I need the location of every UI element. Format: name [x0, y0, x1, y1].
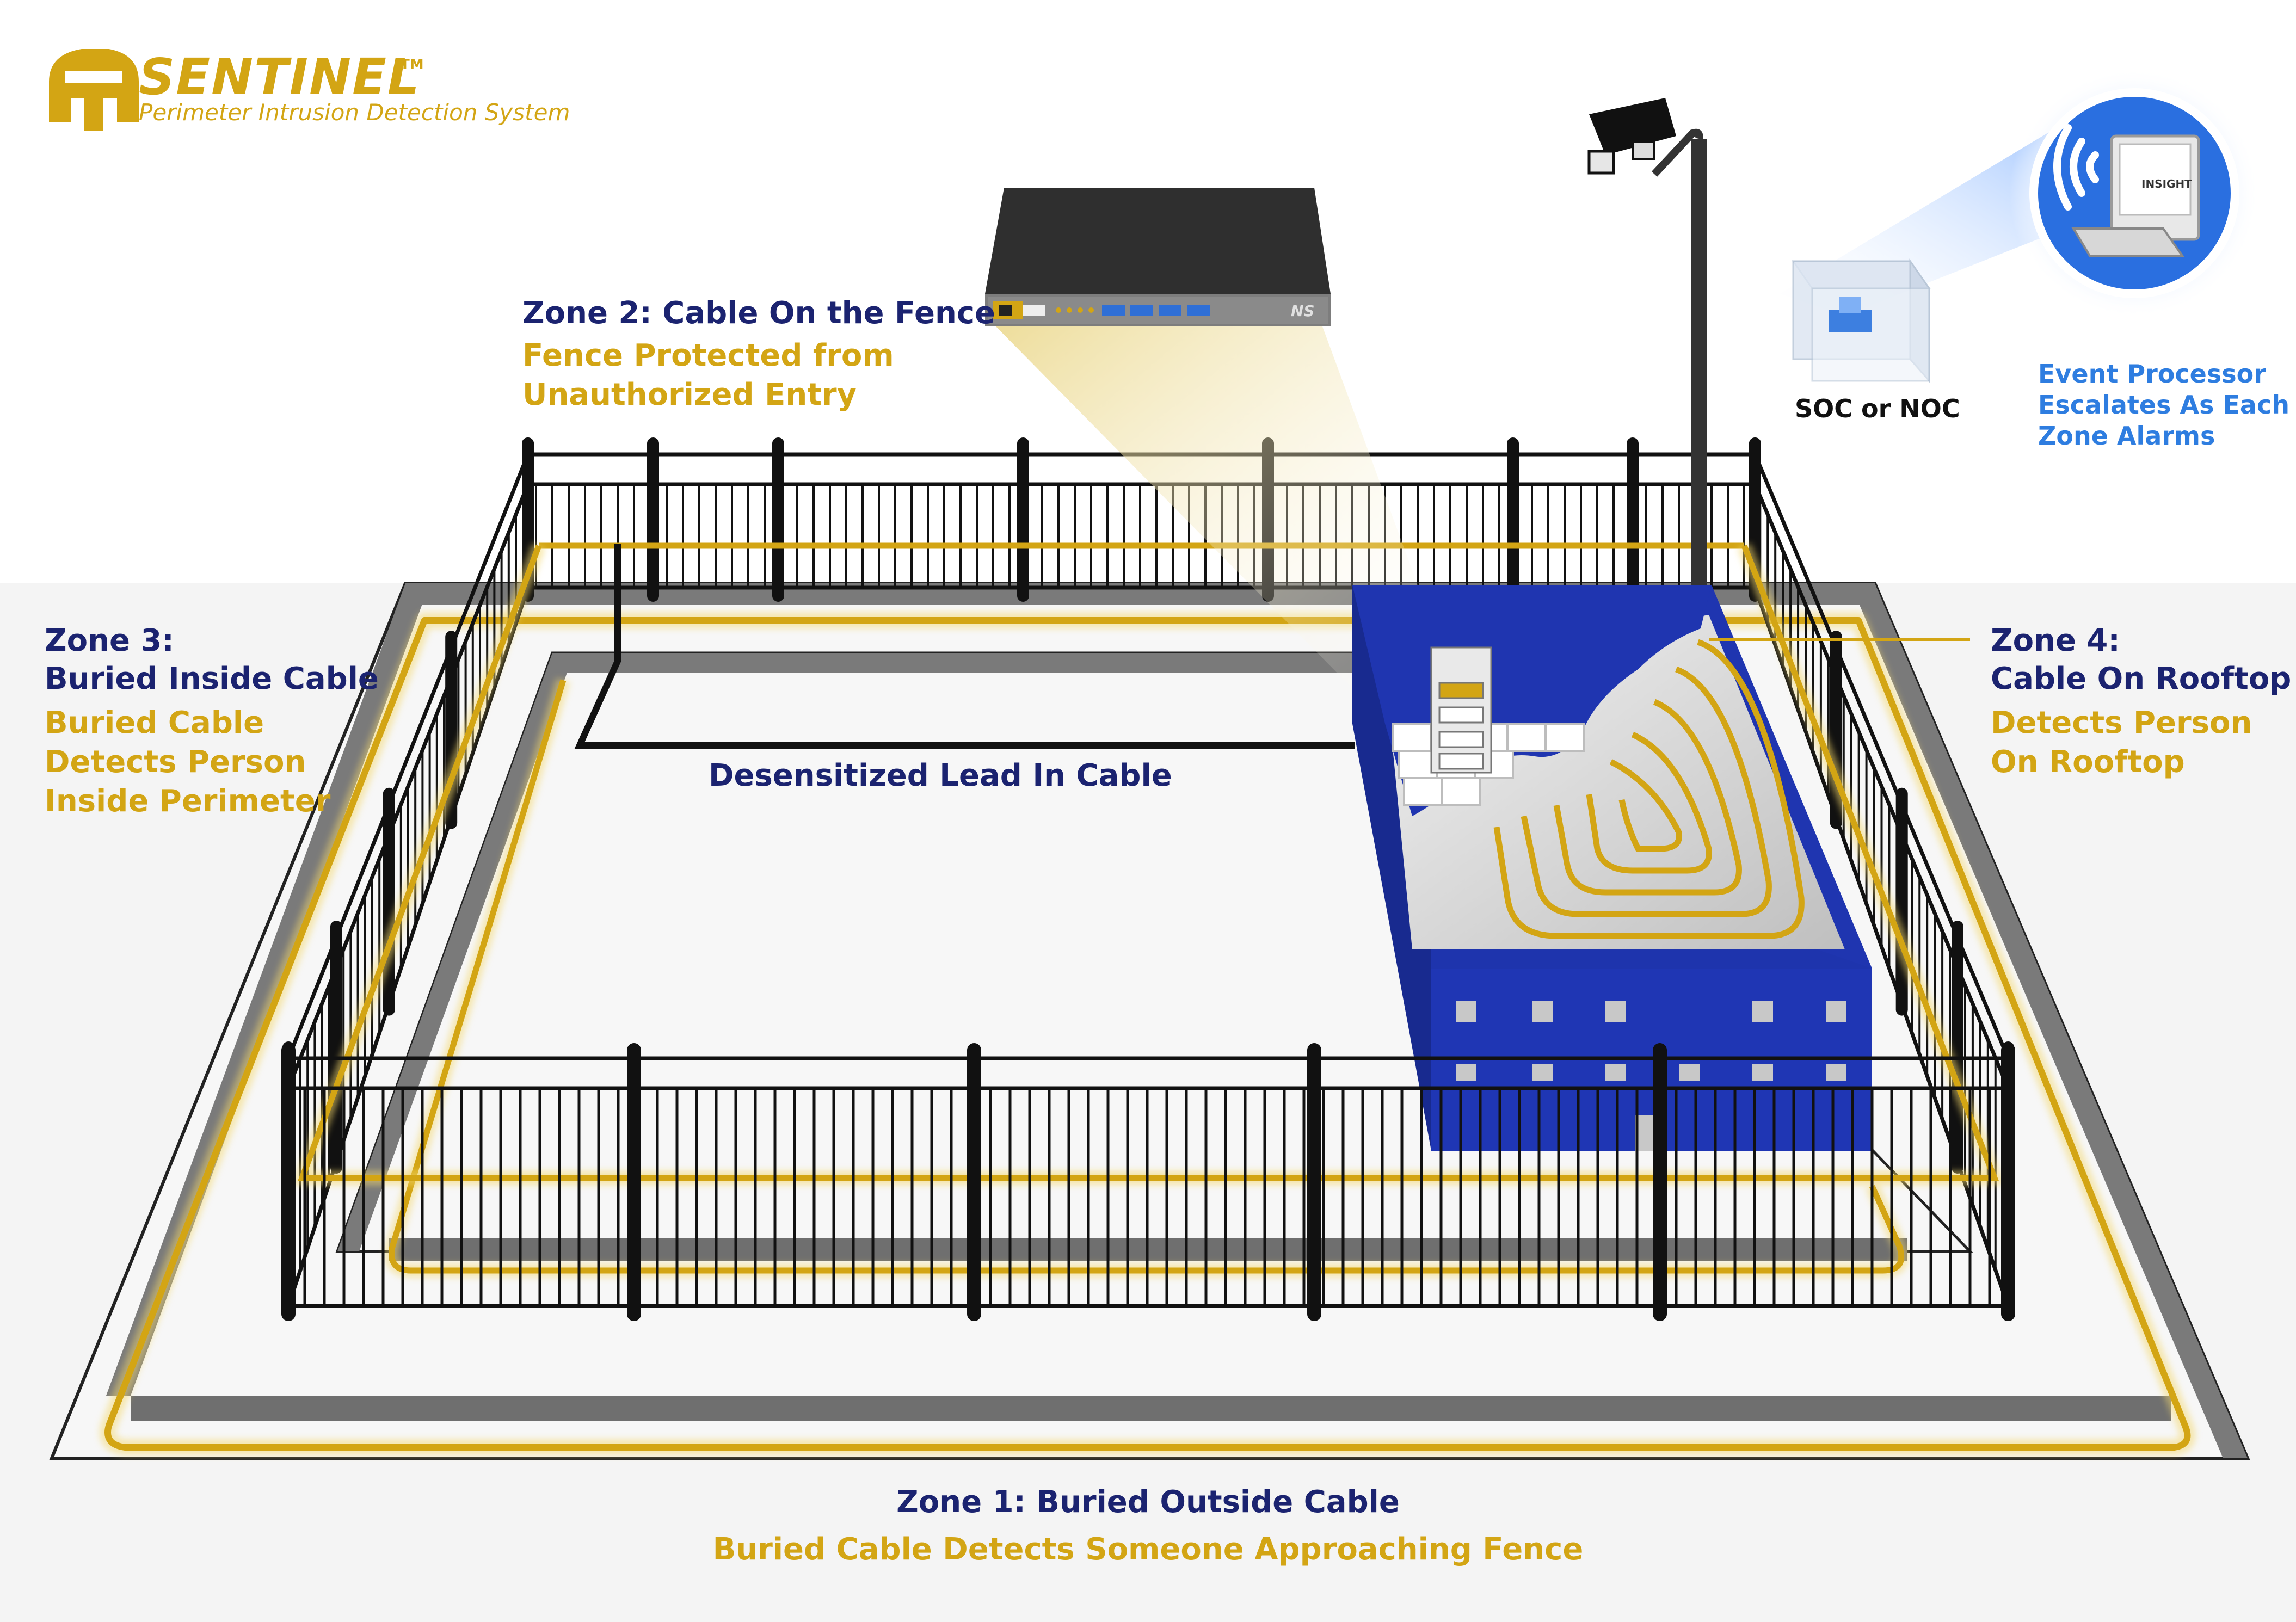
- zone1-desc: Buried Cable Detects Someone Approaching…: [712, 1532, 1584, 1567]
- event-processor-line2: Escalates As Each: [2038, 390, 2289, 420]
- soc-label: SOC or NOC: [1795, 394, 1960, 423]
- soc-box: [1792, 258, 1931, 383]
- zone3-title-line1: Zone 3:: [45, 623, 174, 658]
- rack-device: [985, 188, 1331, 326]
- ground-curb-right: [1850, 583, 2248, 1458]
- sentinel-logo-mark: [49, 49, 139, 131]
- ground-curb-left: [106, 583, 430, 1396]
- device-badge: NS: [1291, 302, 1315, 320]
- zone4-title-line2: Cable On Rooftop: [1991, 661, 2292, 696]
- event-processor-icon: [2009, 68, 2260, 318]
- zone4-title-line1: Zone 4:: [1991, 623, 2120, 658]
- zone1-title: Zone 1: Buried Outside Cable: [896, 1484, 1400, 1520]
- ground-curb-front: [131, 1396, 2171, 1421]
- zone1-cable: [100, 612, 2196, 1456]
- logo-trademark: TM: [400, 57, 424, 73]
- camera-pole: [1587, 98, 1707, 585]
- logo-word: SENTINEL: [139, 48, 421, 106]
- zone2-desc-line1: Fence Protected from: [522, 338, 894, 373]
- zone4-desc-line2: On Rooftop: [1991, 744, 2185, 780]
- zone3-desc-line2: Detects Person: [45, 744, 306, 780]
- lead-in-label: Desensitized Lead In Cable: [709, 758, 1172, 793]
- lead-in-cable: [574, 544, 1355, 749]
- zone3-desc-line3: Inside Perimeter: [45, 784, 331, 819]
- logo-subtitle: Perimeter Intrusion Detection System: [139, 99, 570, 126]
- event-processor-line1: Event Processor: [2038, 359, 2266, 388]
- zone3-title-line2: Buried Inside Cable: [45, 661, 379, 696]
- zone4-desc-line1: Detects Person: [1991, 705, 2252, 741]
- zone2-title: Zone 2: Cable On the Fence: [522, 295, 996, 331]
- building: [1352, 585, 1872, 1151]
- zone3-desc-line1: Buried Cable: [45, 705, 264, 741]
- zone2-desc-line2: Unauthorized Entry: [522, 377, 857, 412]
- inner-curb-back: [552, 653, 1380, 673]
- monitor-brand: INSIGHT: [2141, 177, 2192, 190]
- zone4-cable: [1493, 639, 1805, 939]
- device-light-beam: [996, 326, 1437, 686]
- event-processor-line3: Zone Alarms: [2038, 421, 2215, 451]
- fence-front: [281, 1043, 2015, 1321]
- inner-curb-left: [337, 653, 574, 1251]
- rooftop-sensor: [1430, 646, 1492, 774]
